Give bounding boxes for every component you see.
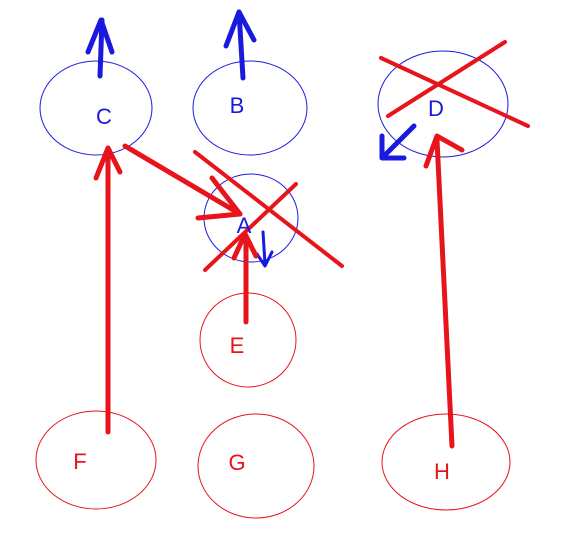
cross-out-a xyxy=(193,150,344,272)
edge-e-to-a xyxy=(231,231,259,325)
node-g-ellipse xyxy=(197,413,315,519)
node-d-ellipse xyxy=(377,50,509,158)
down-arrow-a-icon xyxy=(255,230,274,268)
up-arrow-c-icon xyxy=(85,17,115,79)
node-label-e: E xyxy=(230,333,245,358)
node-f-ellipse xyxy=(35,410,157,510)
node-label-h: H xyxy=(434,459,450,484)
node-h-ellipse xyxy=(381,413,511,511)
node-c-ellipse xyxy=(39,60,153,156)
node-label-a: A xyxy=(237,213,252,238)
edge-f-to-c xyxy=(93,145,123,435)
up-arrow-b-icon xyxy=(223,9,257,81)
node-label-g: G xyxy=(228,450,245,475)
node-label-d: D xyxy=(428,96,444,121)
edge-h-to-d xyxy=(423,133,465,449)
node-label-f: F xyxy=(73,449,86,474)
edge-c-to-a xyxy=(122,143,243,221)
cross-out-d xyxy=(379,40,530,128)
node-label-c: C xyxy=(96,104,112,129)
node-b-ellipse xyxy=(192,60,308,156)
node-label-b: B xyxy=(230,93,245,118)
down-left-arrow-d-icon xyxy=(379,123,417,161)
